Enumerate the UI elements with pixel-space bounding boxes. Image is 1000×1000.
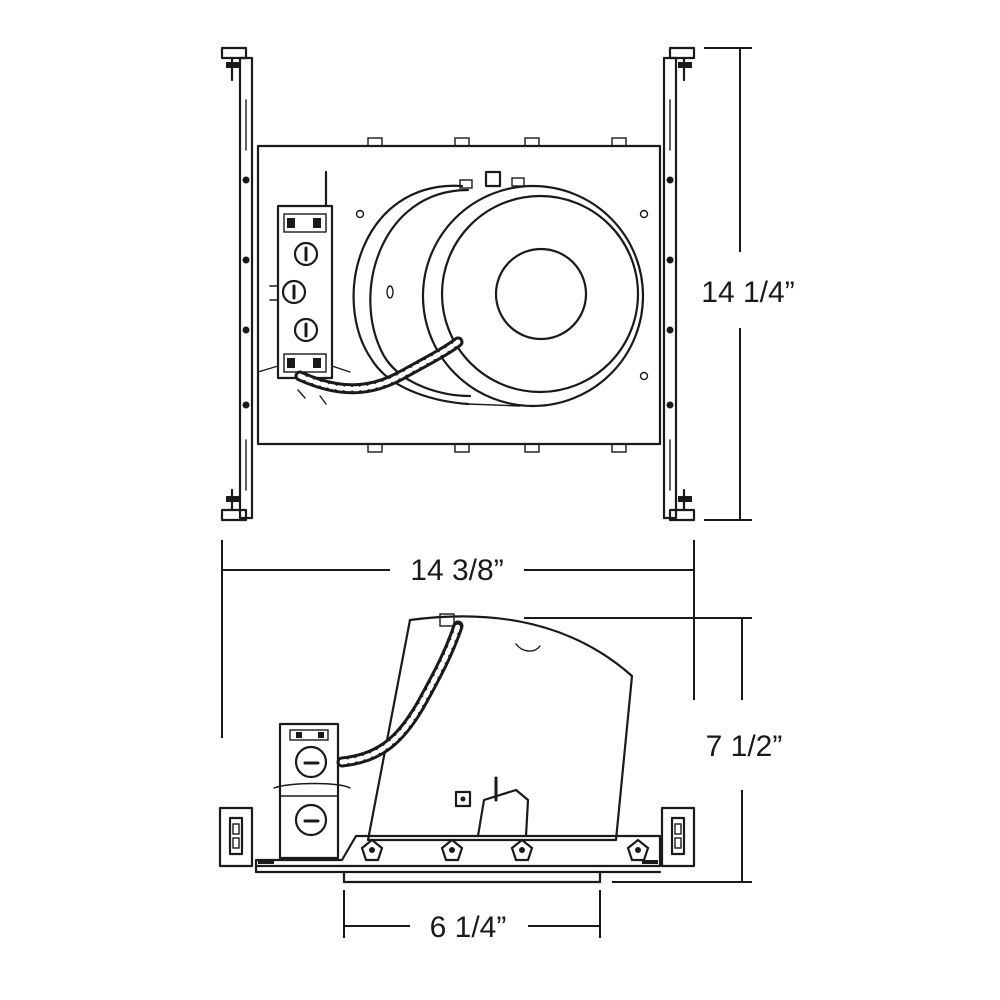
flex-conduit-top [294, 336, 464, 405]
height-dimension: 14 1/4” [701, 47, 795, 521]
aperture-dimension: 6 1/4” [343, 890, 601, 944]
top-view: 14 1/4” [220, 46, 795, 522]
aperture-dimension-label: 6 1/4” [430, 911, 507, 944]
socket-bracket [454, 776, 530, 838]
junction-box-top [257, 170, 351, 380]
depth-dimension: 7 1/2” [524, 617, 783, 883]
junction-box-side [273, 722, 351, 860]
mounting-plate [256, 137, 662, 453]
housing-can-top [352, 170, 645, 408]
side-view: 14 3/8” [218, 540, 783, 944]
depth-dimension-label: 7 1/2” [706, 730, 783, 763]
left-hanger-clip [218, 806, 274, 868]
housing-side [366, 613, 634, 842]
base-plate-side [254, 834, 662, 884]
flex-conduit-side [336, 620, 464, 768]
width-dimension-label: 14 3/8” [410, 554, 503, 587]
height-dimension-label: 14 1/4” [701, 276, 794, 309]
width-dimension: 14 3/8” [221, 540, 695, 738]
right-hanger-clip [642, 806, 696, 868]
right-hanger-bar [662, 46, 696, 522]
left-hanger-bar [220, 46, 254, 522]
